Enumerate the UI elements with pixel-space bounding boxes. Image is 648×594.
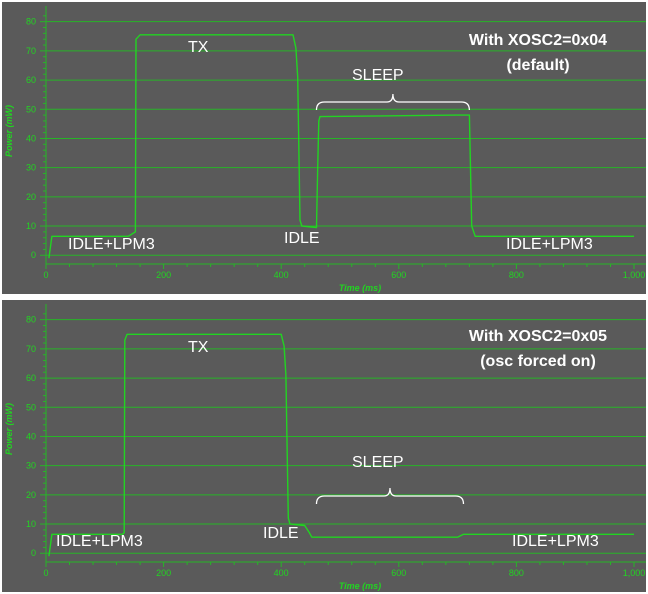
state-annotation: IDLE bbox=[263, 525, 299, 542]
y-tick-label: 30 bbox=[26, 461, 36, 471]
state-annotation: IDLE+LPM3 bbox=[506, 236, 593, 253]
config-label: (default) bbox=[506, 57, 569, 74]
y-tick-label: 40 bbox=[26, 431, 36, 441]
y-tick-label: 10 bbox=[26, 221, 36, 231]
y-tick-label: 10 bbox=[26, 519, 36, 529]
y-tick-label: 70 bbox=[26, 46, 36, 56]
x-tick-label: 600 bbox=[391, 568, 406, 578]
y-tick-label: 60 bbox=[26, 75, 36, 85]
x-axis-title: Time (ms) bbox=[339, 283, 381, 293]
x-tick-label: 1,000 bbox=[623, 270, 646, 280]
state-annotation: IDLE+LPM3 bbox=[56, 533, 143, 550]
state-annotation: SLEEP bbox=[352, 454, 404, 471]
x-tick-label: 200 bbox=[156, 270, 171, 280]
x-tick-label: 0 bbox=[43, 270, 48, 280]
y-axis-title: Power (mW) bbox=[4, 105, 14, 157]
y-tick-label: 80 bbox=[26, 315, 36, 325]
state-annotation: TX bbox=[188, 339, 209, 356]
state-annotation: TX bbox=[188, 39, 209, 56]
config-label: With XOSC2=0x04 bbox=[469, 32, 607, 49]
sleep-brace bbox=[315, 93, 471, 111]
state-annotation: IDLE bbox=[284, 230, 320, 247]
y-tick-label: 60 bbox=[26, 373, 36, 383]
x-tick-label: 600 bbox=[391, 270, 406, 280]
y-tick-label: 30 bbox=[26, 163, 36, 173]
y-tick-label: 20 bbox=[26, 192, 36, 202]
x-tick-label: 1,000 bbox=[623, 568, 646, 578]
y-tick-label: 40 bbox=[26, 133, 36, 143]
y-axis-title: Power (mW) bbox=[4, 403, 14, 455]
x-tick-label: 800 bbox=[509, 270, 524, 280]
y-tick-label: 50 bbox=[26, 104, 36, 114]
y-tick-label: 70 bbox=[26, 344, 36, 354]
power-trace-line bbox=[48, 34, 634, 259]
state-annotation: IDLE+LPM3 bbox=[512, 533, 599, 550]
x-tick-label: 0 bbox=[43, 568, 48, 578]
config-label: (osc forced on) bbox=[480, 353, 596, 370]
y-tick-label: 80 bbox=[26, 17, 36, 27]
x-tick-label: 800 bbox=[509, 568, 524, 578]
state-annotation: SLEEP bbox=[352, 67, 404, 84]
x-tick-label: 200 bbox=[156, 568, 171, 578]
y-tick-label: 0 bbox=[31, 250, 36, 260]
y-tick-label: 0 bbox=[31, 548, 36, 558]
sleep-brace bbox=[315, 487, 465, 505]
x-tick-label: 400 bbox=[274, 270, 289, 280]
config-label: With XOSC2=0x05 bbox=[469, 328, 607, 345]
y-tick-label: 50 bbox=[26, 402, 36, 412]
state-annotation: IDLE+LPM3 bbox=[68, 236, 155, 253]
x-axis-title: Time (ms) bbox=[339, 581, 381, 591]
y-tick-label: 20 bbox=[26, 490, 36, 500]
power-trace-line bbox=[48, 333, 634, 557]
x-tick-label: 400 bbox=[274, 568, 289, 578]
